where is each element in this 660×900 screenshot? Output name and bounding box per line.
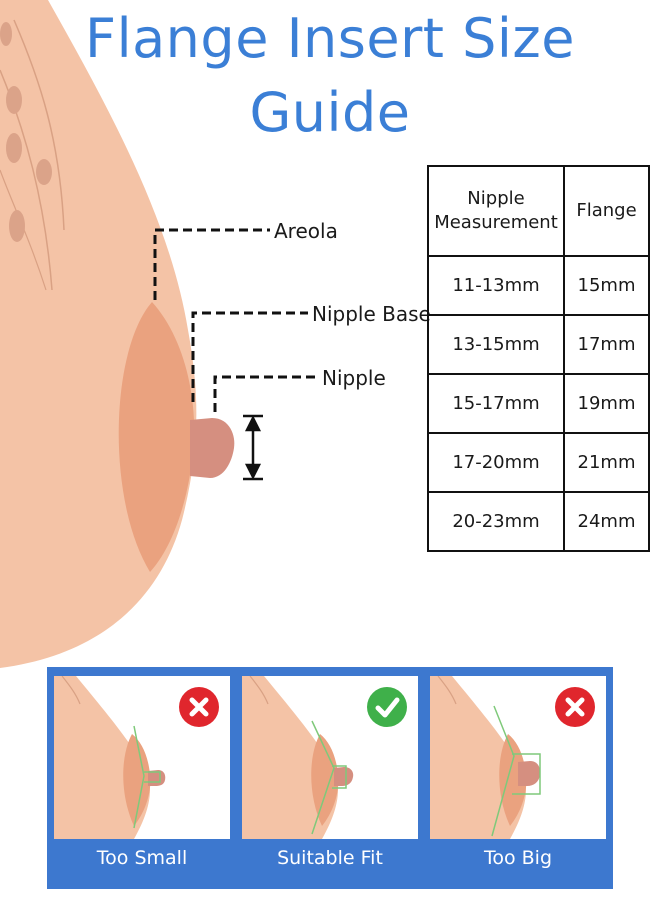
- skin-spot: [36, 159, 52, 185]
- header-line-2: Measurement: [434, 212, 558, 233]
- fit-card-suitable: [242, 676, 418, 839]
- table-header-row: Nipple Measurement Flange: [427, 165, 650, 257]
- breast-illustration: [0, 0, 318, 668]
- leader-lines: [153, 228, 318, 412]
- table-row: 17-20mm 21mm: [427, 432, 650, 493]
- measurement-cell: 13-15mm: [427, 314, 565, 375]
- table-row: 20-23mm 24mm: [427, 491, 650, 552]
- size-table: Nipple Measurement Flange 11-13mm 15mm 1…: [427, 165, 650, 552]
- flange-cell: 15mm: [563, 255, 650, 316]
- suitable-fit-caption: Suitable Fit: [277, 847, 383, 869]
- table-header-measurement: Nipple Measurement: [427, 165, 565, 257]
- skin-spot: [6, 86, 22, 114]
- measurement-arrow: [243, 414, 263, 481]
- measurement-cell: 17-20mm: [427, 432, 565, 493]
- header-line-1: Nipple: [467, 188, 525, 209]
- skin-spot: [6, 133, 22, 163]
- table-row: 15-17mm 19mm: [427, 373, 650, 434]
- skin-spot: [0, 22, 12, 46]
- flange-cell: 17mm: [563, 314, 650, 375]
- areola-shape: [118, 302, 195, 572]
- red-x-icon: [555, 687, 595, 727]
- red-x-icon: [179, 687, 219, 727]
- too-big-caption: Too Big: [483, 847, 553, 869]
- table-row: 11-13mm 15mm: [427, 255, 650, 316]
- fit-examples-panel: Too Small Suitable Fit Too Big: [47, 667, 613, 889]
- skin-crease-2: [13, 19, 65, 231]
- flange-cell: 24mm: [563, 491, 650, 552]
- flange-cell: 21mm: [563, 432, 650, 493]
- measurement-cell: 15-17mm: [427, 373, 565, 434]
- table-header-flange: Flange: [563, 165, 650, 257]
- fit-card-too-big: [430, 676, 606, 839]
- nipple-label: Nipple: [322, 366, 386, 390]
- table-row: 13-15mm 17mm: [427, 314, 650, 375]
- green-check-icon: [367, 687, 407, 727]
- too-big-illustration: [430, 676, 541, 839]
- fit-card-too-small: [54, 676, 230, 839]
- too-small-illustration: [54, 676, 166, 839]
- flange-cell: 19mm: [563, 373, 650, 434]
- nipple-base-label: Nipple Base: [312, 302, 431, 326]
- measurement-cell: 20-23mm: [427, 491, 565, 552]
- suitable-fit-illustration: [242, 676, 354, 839]
- too-small-caption: Too Small: [96, 847, 188, 869]
- nipple-shape: [190, 418, 235, 478]
- page-title: Flange Insert Size Guide: [85, 7, 575, 144]
- skin-spot: [9, 210, 25, 242]
- measurement-cell: 11-13mm: [427, 255, 565, 316]
- areola-label: Areola: [274, 219, 338, 243]
